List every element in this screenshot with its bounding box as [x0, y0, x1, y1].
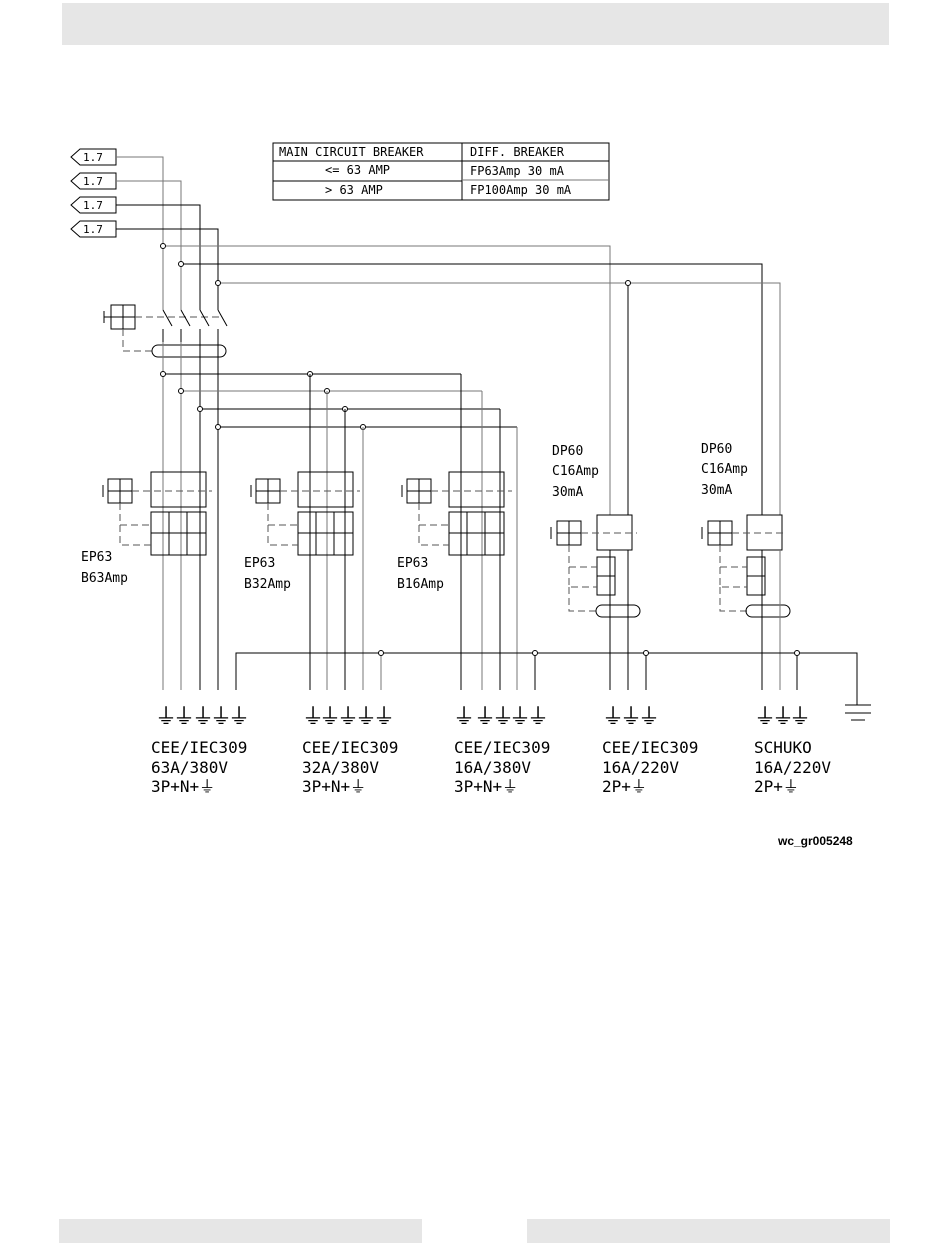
feed-label-4: 1.7	[70, 220, 117, 238]
breaker-rating: C16Amp	[552, 464, 599, 479]
main-feed-lines	[116, 156, 219, 310]
svg-text:⏚: ⏚	[453, 705, 475, 730]
socket-poles: 2P+⏚	[602, 777, 647, 796]
breaker-3p-1	[102, 471, 212, 556]
footer-band-right	[527, 1219, 890, 1243]
table-header-diff: DIFF. BREAKER	[470, 145, 565, 159]
breaker-2p-2	[701, 514, 791, 618]
breaker-sensitivity: 30mA	[552, 485, 583, 500]
table-cell: FP100Amp 30 mA	[470, 183, 572, 197]
breaker-type: EP63	[244, 556, 275, 571]
busbars	[160, 342, 518, 690]
socket-rating: 32A/380V	[302, 758, 379, 777]
socket-type: CEE/IEC309	[151, 738, 247, 757]
svg-text:⏚: ⏚	[754, 705, 776, 730]
table-cell: FP63Amp 30 mA	[470, 164, 565, 178]
svg-text:⏚: ⏚	[509, 705, 531, 730]
socket-rating: 16A/220V	[602, 758, 679, 777]
breaker-rating: C16Amp	[701, 462, 748, 477]
socket-rating: 16A/380V	[454, 758, 531, 777]
breaker-labels-3p: EP63 B63Amp EP63 B32Amp EP63 B16Amp	[81, 550, 444, 592]
svg-text:⏚: ⏚	[210, 705, 232, 730]
footer-band-left	[59, 1219, 422, 1243]
feed-label-3: 1.7	[70, 196, 117, 214]
svg-text:⏚: ⏚	[173, 705, 195, 730]
svg-text:⏚: ⏚	[474, 705, 496, 730]
breaker-sensitivity: 30mA	[701, 483, 732, 498]
breaker-2p-1	[550, 514, 641, 618]
breaker-type: DP60	[701, 442, 732, 457]
feed-label-2: 1.7	[70, 172, 117, 190]
breaker-rating: B16Amp	[397, 577, 444, 592]
breaker-type: EP63	[397, 556, 428, 571]
breaker-type: EP63	[81, 550, 112, 565]
socket-type: CEE/IEC309	[454, 738, 550, 757]
tap-lines-2p	[160, 243, 781, 515]
header-band	[62, 3, 889, 45]
feed-label-text: 1.7	[83, 223, 103, 236]
main-breaker	[103, 304, 228, 358]
feed-label-text: 1.7	[83, 151, 103, 164]
svg-text:⏚: ⏚	[228, 705, 250, 730]
table-header-main: MAIN CIRCUIT BREAKER	[279, 145, 424, 159]
socket-pins: ⏚⏚⏚⏚⏚ ⏚⏚⏚⏚⏚ ⏚⏚⏚⏚⏚ ⏚⏚⏚ ⏚⏚⏚	[155, 705, 811, 730]
breaker-type: DP60	[552, 444, 583, 459]
svg-text:⏚: ⏚	[620, 705, 642, 730]
svg-text:⏚: ⏚	[772, 705, 794, 730]
breaker-rating: B63Amp	[81, 571, 128, 586]
svg-text:⏚: ⏚	[602, 705, 624, 730]
breaker-3p-3	[401, 471, 512, 556]
breaker-3p-2	[250, 471, 360, 556]
table-cell: > 63 AMP	[325, 183, 383, 197]
breaker-labels-2p: DP60 C16Amp 30mA DP60 C16Amp 30mA	[552, 442, 748, 500]
breaker-table: MAIN CIRCUIT BREAKER DIFF. BREAKER <= 63…	[272, 142, 610, 201]
outgoing-2p	[609, 550, 781, 690]
feed-label-text: 1.7	[83, 199, 103, 212]
socket-labels: CEE/IEC309 63A/380V 3P+N+⏚ CEE/IEC309 32…	[151, 738, 831, 796]
socket-poles: 3P+N+⏚	[151, 777, 215, 796]
socket-type: CEE/IEC309	[602, 738, 698, 757]
svg-text:⏚: ⏚	[789, 705, 811, 730]
socket-rating: 63A/380V	[151, 758, 228, 777]
socket-poles: 3P+N+⏚	[454, 777, 518, 796]
socket-poles: 3P+N+⏚	[302, 777, 366, 796]
feed-label-text: 1.7	[83, 175, 103, 188]
svg-text:⏚: ⏚	[638, 705, 660, 730]
socket-type: CEE/IEC309	[302, 738, 398, 757]
svg-text:⏚: ⏚	[155, 705, 177, 730]
table-cell: <= 63 AMP	[325, 163, 390, 177]
svg-text:⏚: ⏚	[319, 705, 341, 730]
svg-text:⏚: ⏚	[355, 705, 377, 730]
svg-text:⏚: ⏚	[373, 705, 395, 730]
feed-label-1: 1.7	[70, 148, 117, 166]
svg-text:⏚: ⏚	[302, 705, 324, 730]
svg-text:⏚: ⏚	[492, 705, 514, 730]
socket-type: SCHUKO	[754, 738, 812, 757]
socket-rating: 16A/220V	[754, 758, 831, 777]
figure-reference: wc_gr005248	[778, 834, 853, 848]
svg-text:⏚: ⏚	[527, 705, 549, 730]
earth-bar	[235, 650, 871, 721]
svg-text:⏚: ⏚	[337, 705, 359, 730]
svg-text:⏚: ⏚	[192, 705, 214, 730]
socket-poles: 2P+⏚	[754, 777, 799, 796]
breaker-rating: B32Amp	[244, 577, 291, 592]
